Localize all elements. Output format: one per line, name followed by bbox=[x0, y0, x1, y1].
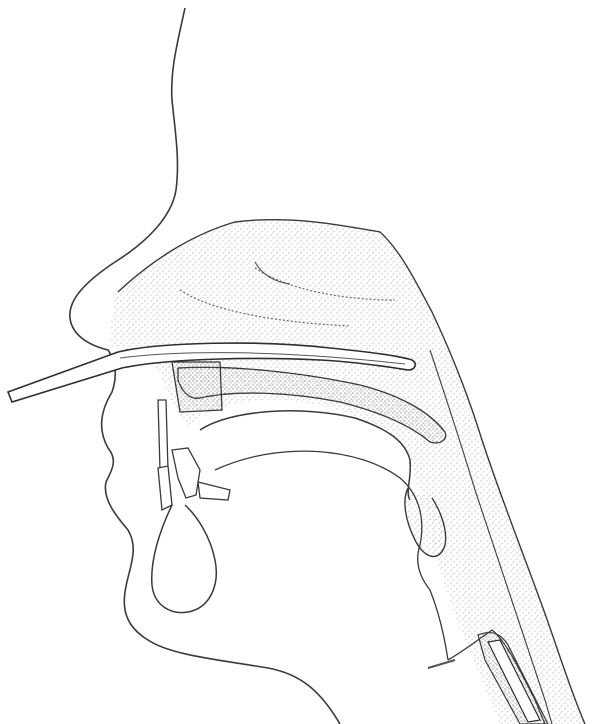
oral-floor-line bbox=[215, 451, 448, 660]
tongue-outline bbox=[152, 505, 217, 613]
lower-incisor bbox=[158, 466, 172, 510]
small-tissue-dash bbox=[428, 660, 455, 668]
alveolar-block bbox=[172, 362, 222, 412]
tooth-cluster bbox=[172, 448, 200, 498]
upper-incisor bbox=[158, 400, 168, 470]
alveolar-tip bbox=[198, 482, 230, 500]
